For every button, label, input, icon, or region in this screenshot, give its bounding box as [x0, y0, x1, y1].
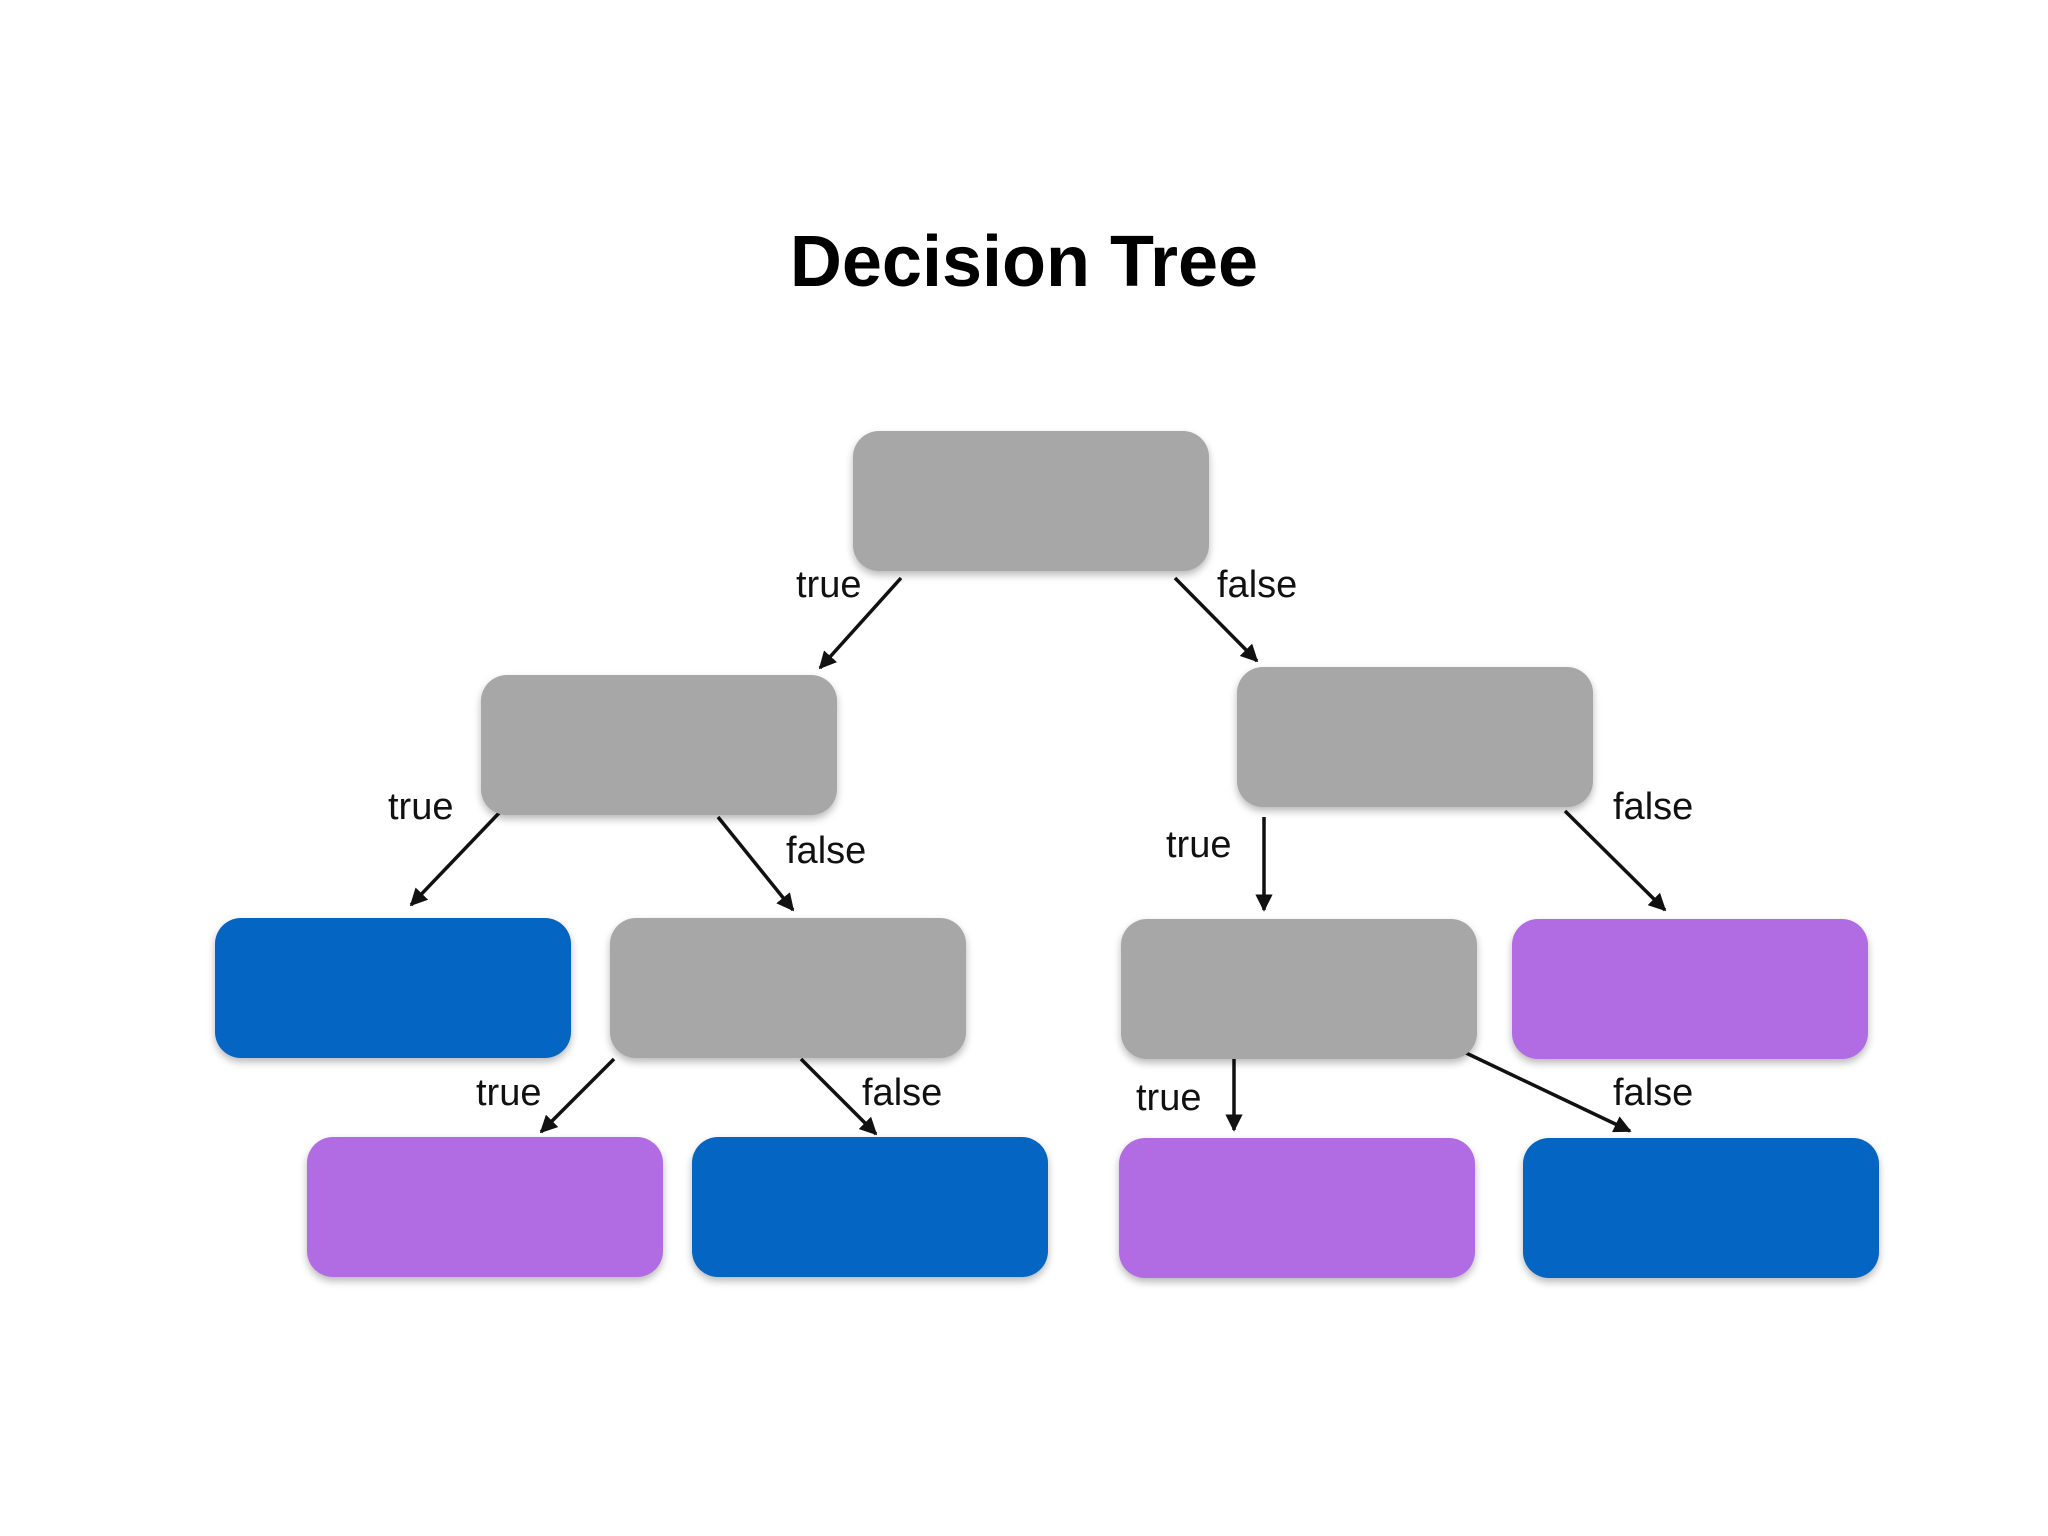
edge-label-left-true: true [388, 786, 454, 828]
edge-left-true [409, 810, 502, 907]
edge-rightsub-false [1463, 1050, 1632, 1133]
edge-label-left-false: false [786, 830, 867, 872]
edge-label-root-false: false [1217, 564, 1298, 606]
edge-right-false [1563, 809, 1667, 912]
left-sub-decision-node [610, 918, 966, 1058]
leaf-node-purple-1 [307, 1137, 663, 1277]
edge-label-root-true: true [796, 564, 862, 606]
right-decision-node [1237, 667, 1593, 807]
leaf-node-blue-1 [692, 1137, 1048, 1277]
edge-label-right-false: false [1613, 786, 1694, 828]
diagram-title: Decision Tree [789, 222, 1259, 302]
leaf-node-blue-left [215, 918, 571, 1058]
right-sub-decision-node [1121, 919, 1477, 1059]
edge-root-true [818, 576, 903, 670]
edge-left-false [716, 815, 795, 912]
edge-root-false [1173, 576, 1259, 663]
leaf-node-purple-right [1512, 919, 1868, 1059]
edge-label-rightsub-false: false [1613, 1072, 1694, 1114]
left-decision-node [481, 675, 837, 815]
leaf-node-purple-2 [1119, 1138, 1475, 1278]
edge-label-right-true: true [1166, 824, 1232, 866]
root-decision-node [853, 431, 1209, 571]
edge-leftsub-true [539, 1057, 616, 1134]
edge-leftsub-false [799, 1057, 878, 1136]
edge-label-leftsub-false: false [862, 1072, 943, 1114]
edge-label-leftsub-true: true [476, 1072, 542, 1114]
edge-label-rightsub-true: true [1136, 1077, 1202, 1119]
leaf-node-blue-2 [1523, 1138, 1879, 1278]
